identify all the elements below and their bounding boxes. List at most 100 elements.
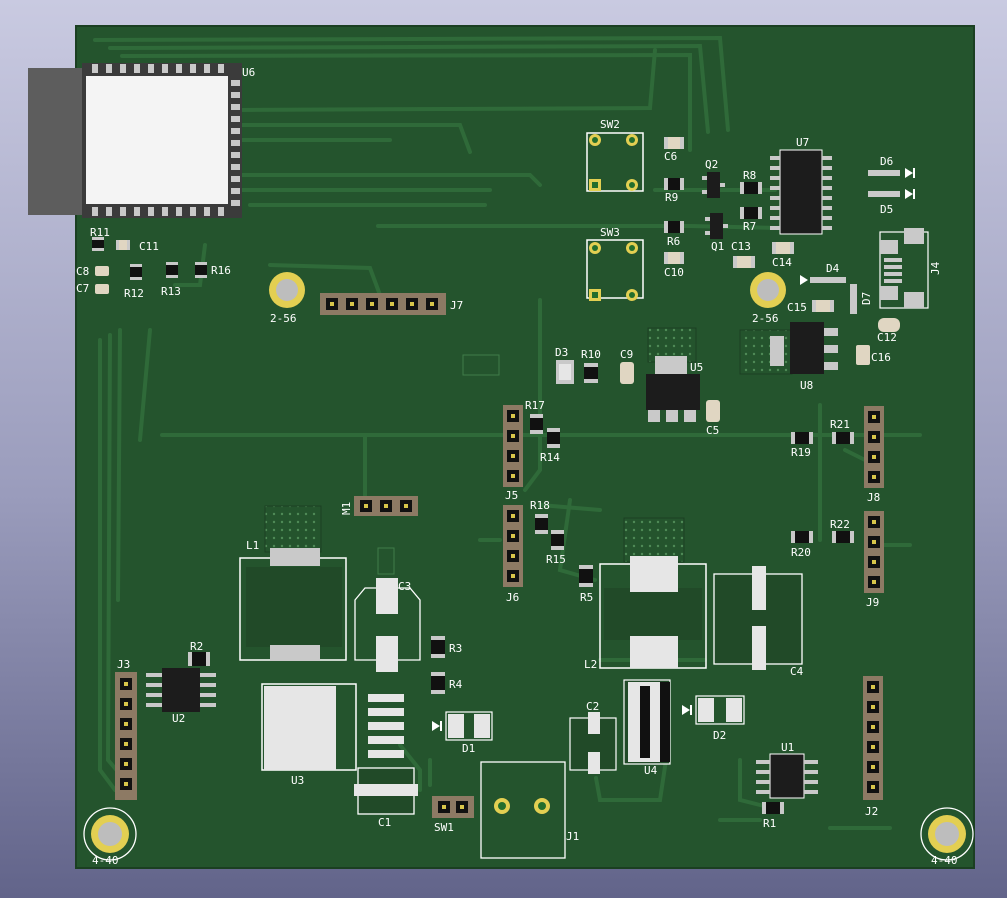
mounting-hole-icon [920,807,974,861]
u4-regulator [623,679,671,765]
l1-label: L1 [246,539,259,552]
diode-icon [868,168,915,199]
u1-ic [756,753,818,814]
r2-label: R2 [190,640,203,653]
r14-label: R14 [540,451,560,464]
d2-diode [682,695,745,725]
sw3-switch [586,239,644,301]
q1-transistor [705,213,728,239]
u7-label: U7 [796,136,809,149]
j2-pin-header [863,676,883,800]
u6-wifi-module [28,63,242,218]
r5-resistor [579,565,593,587]
sw1-header [432,796,474,818]
sw1-label: SW1 [434,821,454,834]
j8-label: J8 [867,491,880,504]
j4-label: J4 [929,261,942,275]
c3-capacitor [354,547,421,672]
r1-label: R1 [763,817,776,830]
r7-label: R7 [743,220,756,233]
d6-label: D6 [880,155,893,168]
sw2-switch [586,132,644,192]
r8-label: R8 [743,169,756,182]
c2-capacitor [569,712,617,774]
d1-diode [432,711,493,741]
u8-regulator-area [739,300,900,375]
r3-label: R3 [449,642,462,655]
r20-label: R20 [791,546,811,559]
r13-label: R13 [161,285,181,298]
r17-label: R17 [525,399,545,412]
r12-label: R12 [124,287,144,300]
u5-regulator-area [462,327,720,422]
r22-label: R22 [830,518,850,531]
c3-label: C3 [398,580,411,593]
l2-inductor [599,517,707,669]
j8-pin-header [791,406,884,488]
r4-label: R4 [449,678,463,691]
c15-label: C15 [787,301,807,314]
r18-label: R18 [530,499,550,512]
l1-inductor [239,505,347,661]
j7-pin-header [320,293,446,315]
d4-label: D4 [826,262,840,275]
j6-pin-header [503,505,564,587]
d5-label: D5 [880,203,893,216]
u7-ic [770,149,832,235]
c1-label: C1 [378,816,391,829]
j2-label: J2 [865,805,878,818]
passives-sw-area [664,137,794,268]
j3-pin-header [115,672,137,800]
j5-pin-header [503,405,560,487]
r15-label: R15 [546,553,566,566]
r16-label: R16 [211,264,231,277]
c14-label: C14 [772,256,792,269]
u3-label: U3 [291,774,304,787]
mounting-hole-icon [83,807,137,861]
q2-label: Q2 [705,158,718,171]
c4-label: C4 [790,665,804,678]
hole-c-label: 4-40 [92,854,119,867]
r3-r4-resistors [431,636,445,694]
u3-module [261,683,404,771]
j1-power-jack [480,761,566,859]
c5-label: C5 [706,424,719,437]
copper-traces [93,35,922,830]
c9-label: C9 [620,348,633,361]
u2-ic [146,652,216,712]
c12-label: C12 [877,331,897,344]
hole-d-label: 4-40 [931,854,958,867]
q1-label: Q1 [711,240,724,253]
d2-label: D2 [713,729,726,742]
j4-connector [879,228,929,309]
r19-label: R19 [791,446,811,459]
m1-label: M1 [340,502,353,515]
r6-label: R6 [667,235,680,248]
d1-label: D1 [462,742,475,755]
r9-label: R9 [665,191,678,204]
d7-label: D7 [860,292,873,305]
small-passives-left [92,237,207,294]
hole-b-label: 2-56 [752,312,779,325]
c4-capacitor [713,566,803,670]
c6-label: C6 [664,150,677,163]
c13-label: C13 [731,240,751,253]
mounting-hole-icon [750,272,786,308]
u2-label: U2 [172,712,185,725]
j3-label: J3 [117,658,130,671]
u6-label: U6 [242,66,255,79]
u8-label: U8 [800,379,813,392]
c16-label: C16 [871,351,891,364]
c1-capacitor [354,767,418,815]
u5-label: U5 [690,361,703,374]
r21-label: R21 [830,418,850,431]
r11-label: R11 [90,226,110,239]
c11-label: C11 [139,240,159,253]
c7-label: C7 [76,282,89,295]
r5-label: R5 [580,591,593,604]
r10-label: R10 [581,348,601,361]
j6-label: J6 [506,591,519,604]
hole-a-label: 2-56 [270,312,297,325]
sw3-label: SW3 [600,226,620,239]
d3-label: D3 [555,346,568,359]
